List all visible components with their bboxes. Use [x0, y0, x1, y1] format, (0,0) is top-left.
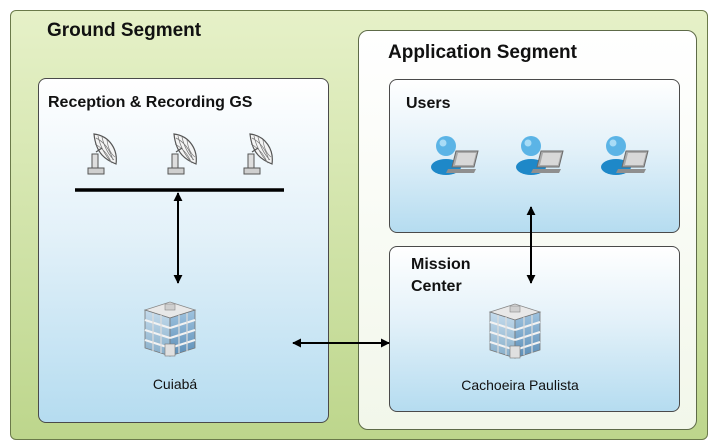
user-computer-icon — [600, 133, 652, 175]
ground-segment-title: Ground Segment — [47, 20, 202, 41]
application-segment-title: Application Segment — [388, 42, 577, 63]
reception-recording-panel — [38, 78, 329, 423]
building-icon — [488, 302, 542, 360]
cuiaba-label: Cuiabá — [152, 376, 198, 392]
mission-center-title-line2: Center — [411, 278, 462, 295]
reception-recording-title: Reception & Recording GS — [48, 94, 253, 111]
building-icon — [143, 300, 197, 358]
mission-center-title-line1: Mission — [411, 256, 471, 273]
user-computer-icon — [430, 133, 482, 175]
user-computer-icon — [515, 133, 567, 175]
cachoeira-paulista-label: Cachoeira Paulista — [461, 377, 579, 393]
users-title: Users — [406, 95, 451, 112]
